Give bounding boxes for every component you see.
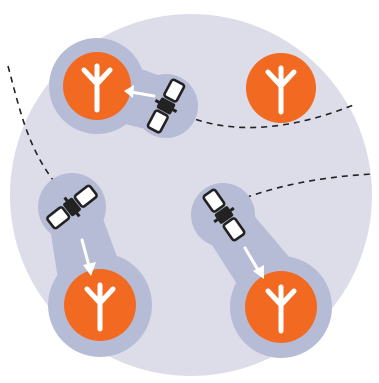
orbit-path-top bbox=[165, 103, 357, 129]
ground-node-bottom-right bbox=[245, 271, 317, 343]
downlink-arrow-top-left bbox=[124, 85, 156, 98]
ground-node-top-left bbox=[63, 52, 131, 120]
orbit-path-right bbox=[224, 173, 373, 207]
ground-node-bottom-left bbox=[64, 269, 136, 341]
downlink-arrow-bottom-right bbox=[243, 246, 264, 279]
ground-node-top-right bbox=[246, 53, 316, 123]
downlink-arrow-bottom-left bbox=[80, 238, 96, 276]
